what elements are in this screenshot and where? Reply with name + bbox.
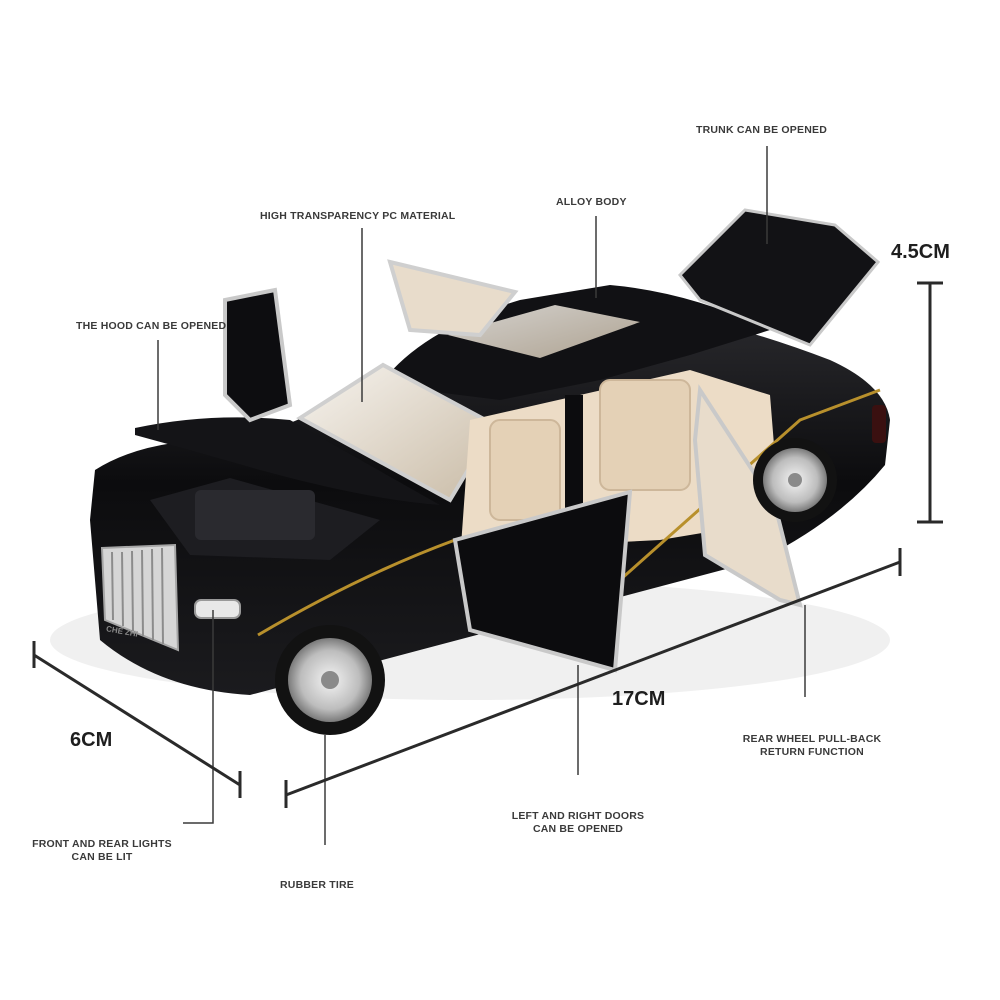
label-tire: RUBBER TIRE [280,879,354,891]
rear-door-open-far [387,259,519,338]
label-rear-wheel-line2: RETURN FUNCTION [760,746,864,758]
front-hub [321,671,339,689]
sunroof-glass [448,305,640,358]
callout-lines [157,146,806,845]
label-lights-line1: FRONT AND REAR LIGHTS [32,838,172,850]
dimension-height: 4.5CM [891,241,950,263]
open-hood [135,417,440,505]
label-doors: LEFT AND RIGHT DOORS CAN BE OPENED [502,810,654,836]
front-seat [489,419,561,521]
width-line [33,653,241,787]
callout-line-lights [183,610,214,824]
length-line [285,560,901,797]
label-rear-wheel: REAR WHEEL PULL-BACK RETURN FUNCTION [736,733,888,759]
rear-seat [599,379,691,491]
grille-bars [111,547,164,645]
front-door-open [223,287,293,423]
label-doors-line2: CAN BE OPENED [532,823,624,835]
label-lights: FRONT AND REAR LIGHTS CAN BE LIT [22,838,182,864]
engine-block [195,490,315,540]
label-pc-material: HIGH TRANSPARENCY PC MATERIAL [260,210,456,222]
tail-light [872,405,886,443]
label-hood: THE HOOD CAN BE OPENED [76,320,227,332]
label-alloy-body: ALLOY BODY [556,196,627,208]
label-rear-wheel-line1: REAR WHEEL PULL-BACK [742,733,882,745]
label-lights-line2: CAN BE LIT [71,851,133,863]
headlight [194,599,241,619]
dimension-lines [32,281,943,808]
label-trunk: TRUNK CAN BE OPENED [696,124,827,136]
label-doors-line1: LEFT AND RIGHT DOORS [511,810,645,822]
front-grille [100,543,180,652]
dimension-length: 17CM [612,688,666,710]
trunk-lid [677,208,881,347]
dimension-width: 6CM [70,729,113,751]
rear-hub [788,473,802,487]
